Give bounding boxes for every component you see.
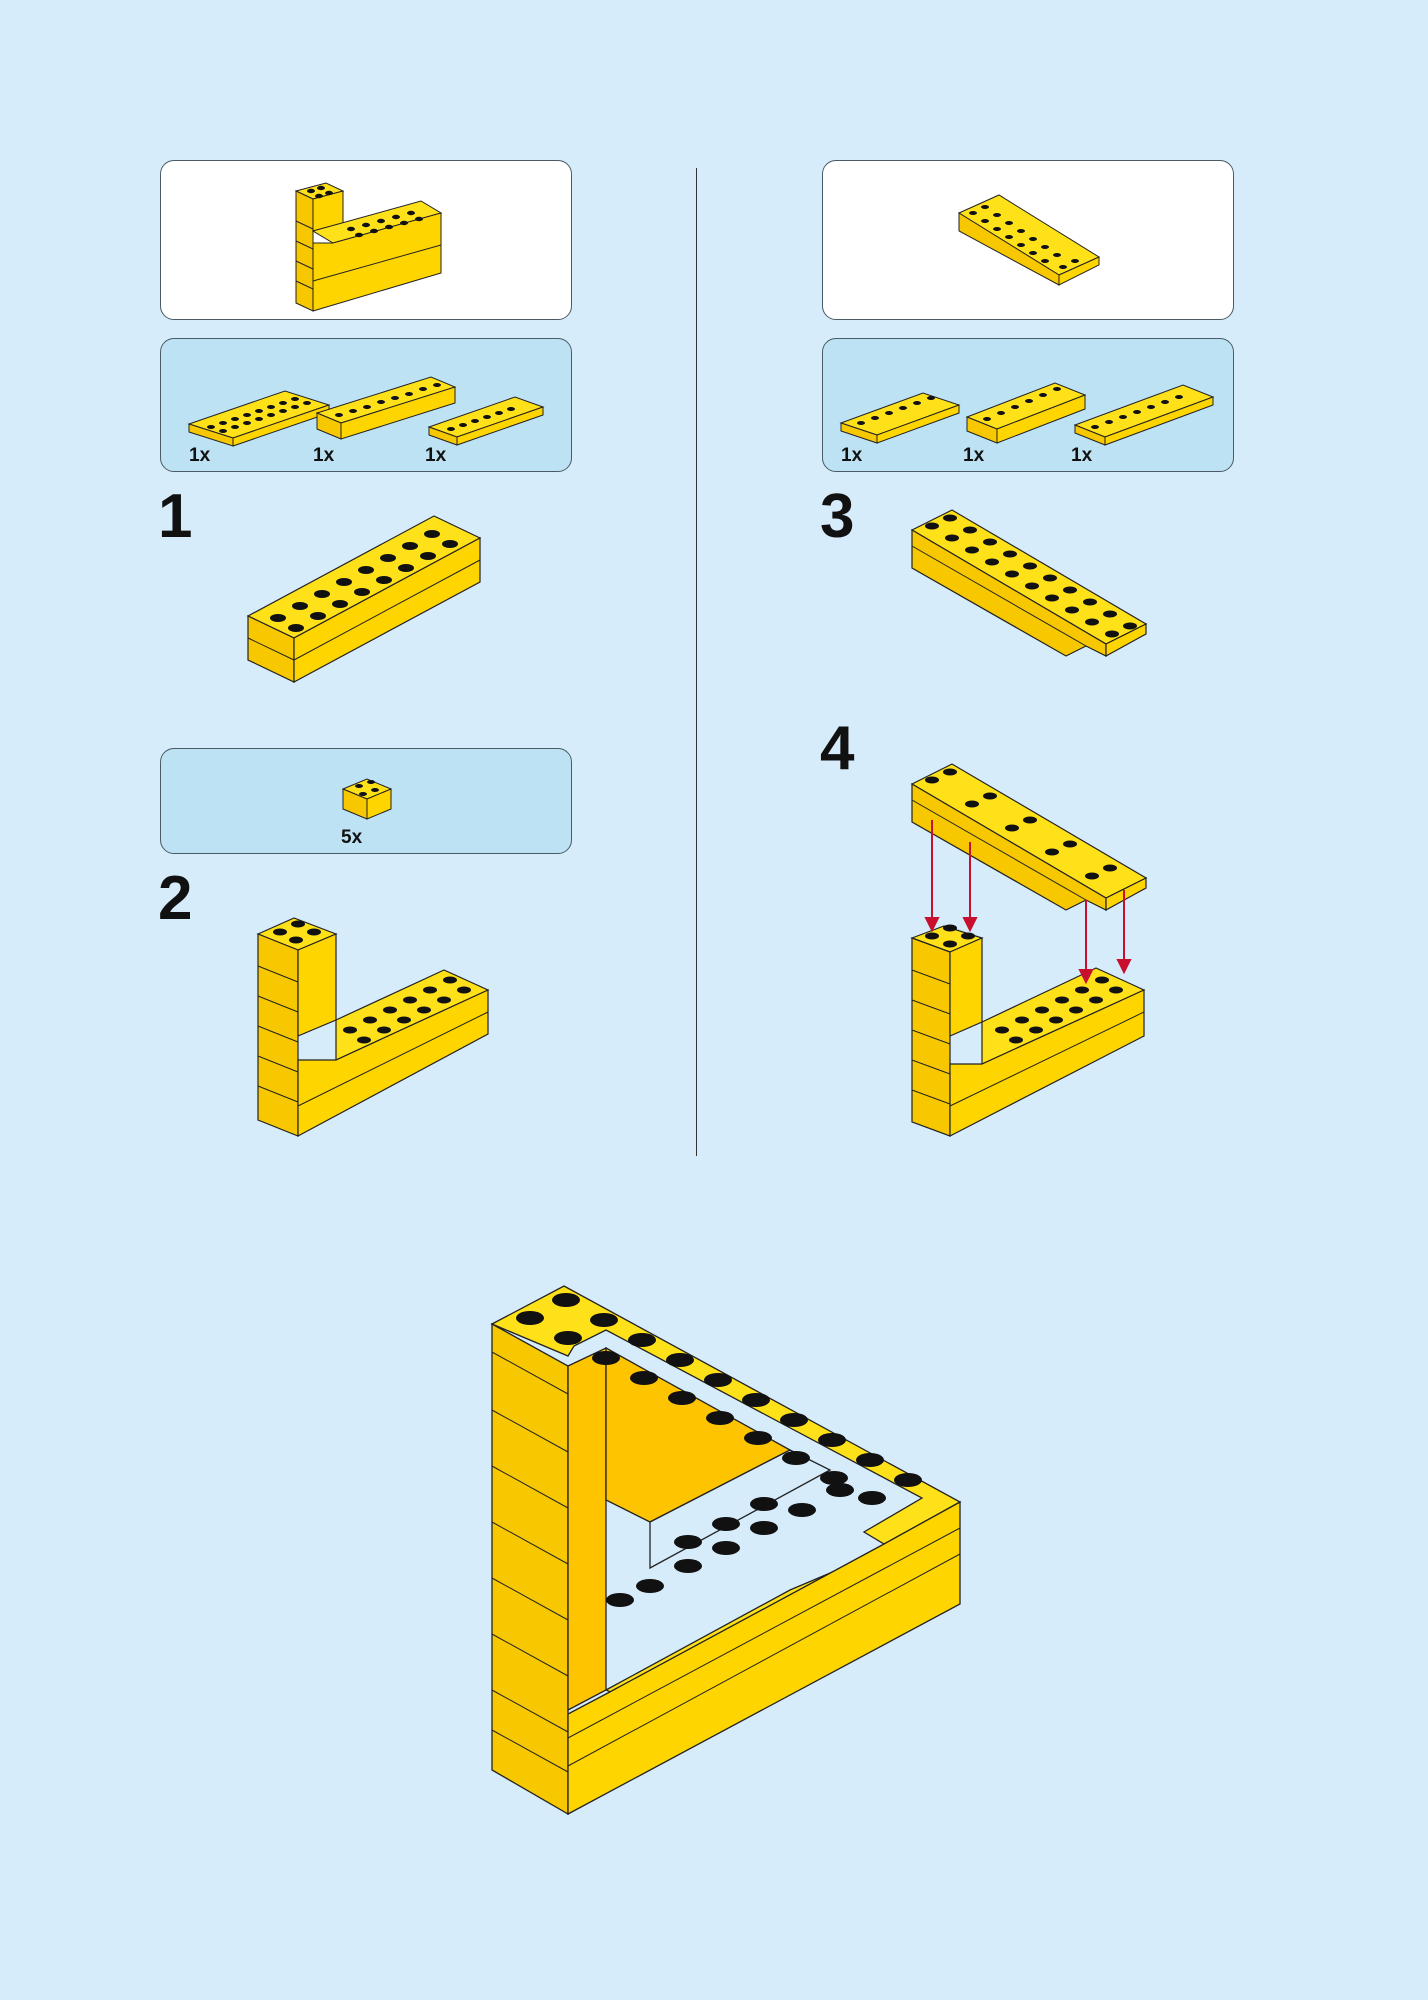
step-2-parts-callout: 5x	[160, 748, 572, 854]
plate-2x8-icon	[187, 376, 545, 447]
part-quantity: 1x	[189, 445, 211, 466]
brick-2x2-icon	[341, 778, 393, 820]
part-quantity: 1x	[1071, 445, 1093, 466]
part-quantity: 1x	[313, 445, 335, 466]
l-shape-preview-icon	[294, 182, 443, 312]
part-quantity: 1x	[963, 445, 985, 466]
part-quantity: 1x	[841, 445, 863, 466]
step-1-result-preview	[160, 160, 572, 320]
bridge-preview-icon	[957, 194, 1101, 286]
plate-2x6-icon	[839, 382, 1215, 446]
step-3-result-preview	[822, 160, 1234, 320]
step-number: 1	[158, 482, 193, 551]
step-2-assembly-icon	[256, 917, 490, 1138]
part-quantity: 5x	[341, 827, 363, 848]
step-number: 2	[158, 864, 193, 933]
step-1-parts-callout: 1x 1x 1x	[160, 338, 572, 472]
part-quantity: 1x	[425, 445, 447, 466]
final-model-impossible-triangle-icon	[490, 1285, 962, 1816]
step-1-assembly-icon	[246, 515, 482, 684]
step-4-assembly-icon	[910, 763, 1148, 1137]
step-3-assembly-icon	[910, 509, 1148, 658]
column-divider	[696, 168, 697, 1156]
step-number: 3	[820, 482, 855, 551]
step-number: 4	[820, 714, 855, 783]
step-3-parts-callout: 1x 1x 1x	[822, 338, 1234, 472]
